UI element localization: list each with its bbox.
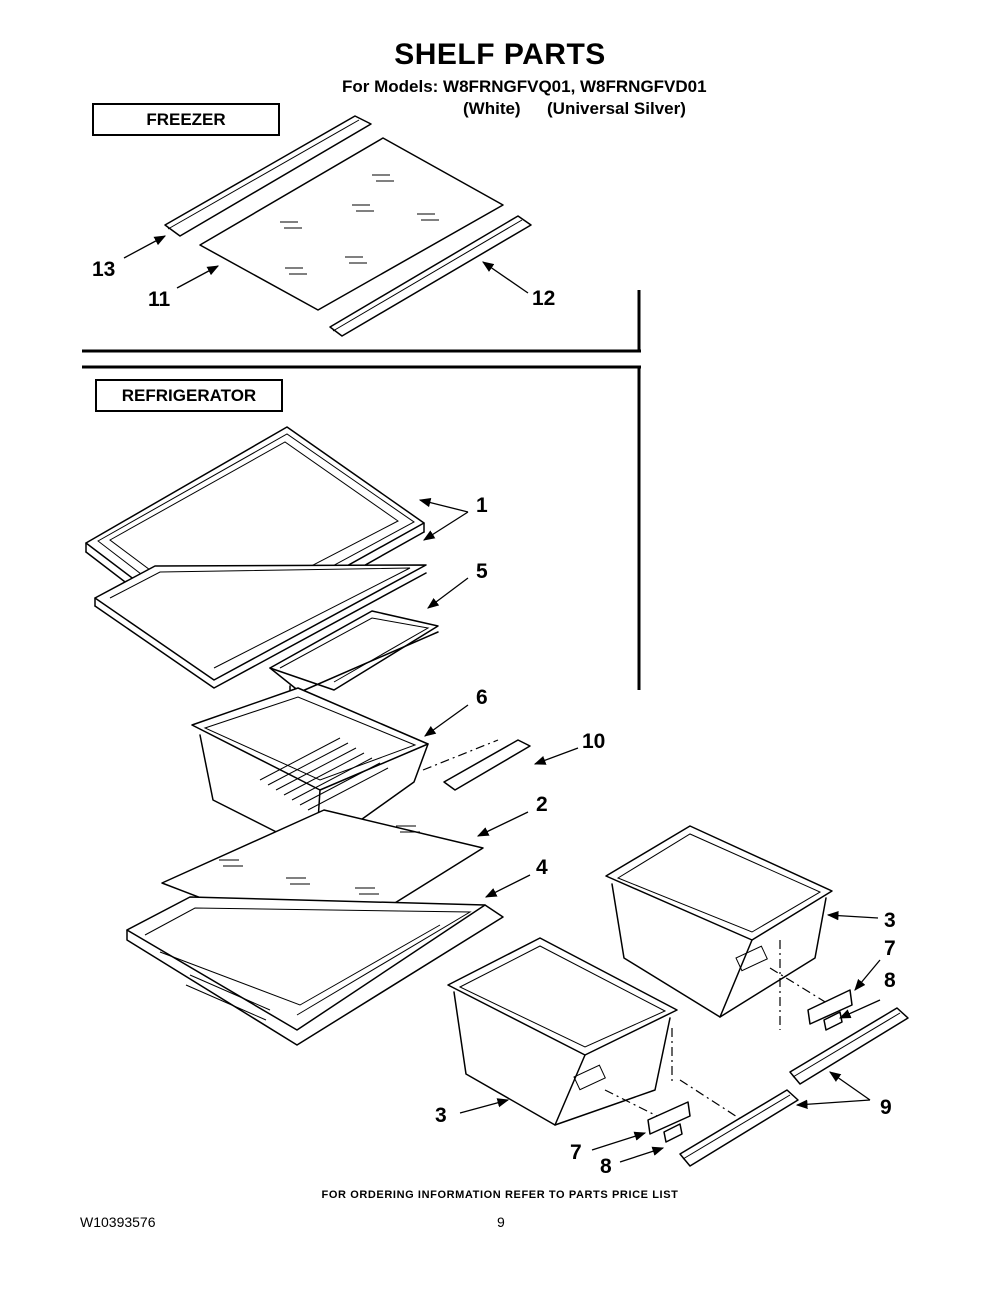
callout-7-left-latch: 7: [570, 1141, 582, 1164]
freezer-glass-shelf: [199, 137, 504, 311]
callout-2: 2: [536, 793, 548, 816]
page-number: 9: [497, 1214, 505, 1230]
crisper-bin-latch-right: [807, 989, 853, 1031]
variant-white: (White): [463, 99, 521, 118]
assembly-guide-lines: [604, 940, 836, 1123]
crisper-support-frame: [126, 896, 504, 1046]
crisper-bin-left: [447, 937, 678, 1126]
callout-12: 12: [532, 287, 556, 310]
crisper-drawer: [191, 687, 429, 853]
crisper-bin-latch-left: [647, 1101, 691, 1143]
callout-1: 1: [476, 494, 488, 517]
page-title: SHELF PARTS: [394, 38, 606, 71]
callout-10: 10: [582, 730, 606, 753]
refrigerator-section-label: REFRIGERATOR: [95, 379, 283, 412]
crisper-bin-right: [605, 825, 833, 1018]
crisper-rail-lower: [679, 1089, 799, 1167]
ordering-info-note: FOR ORDERING INFORMATION REFER TO PARTS …: [321, 1189, 679, 1201]
callout-4: 4: [536, 856, 548, 879]
callout-13: 13: [92, 258, 116, 281]
crisper-rail-upper: [789, 1007, 909, 1085]
callout-5: 5: [476, 560, 488, 583]
refrigerator-shelf-lower-frame: [94, 564, 427, 689]
crisper-cover-frame: [269, 610, 439, 729]
callout-3-right-bin: 3: [884, 909, 896, 932]
callout-6: 6: [476, 686, 488, 709]
models-line: For Models: W8FRNGFVQ01, W8FRNGFVD01: [342, 77, 707, 96]
freezer-shelf-trim-rear: [164, 115, 372, 237]
variant-silver: (Universal Silver): [547, 99, 686, 118]
glass-shelf-trim: [422, 739, 531, 791]
freezer-shelf-trim-front: [329, 215, 532, 337]
callout-8-right-latch: 8: [884, 969, 896, 992]
callout-8-left-latch: 8: [600, 1155, 612, 1178]
callout-9-rails: 9: [880, 1096, 892, 1119]
document-number: W10393576: [80, 1214, 156, 1230]
callout-3-left-bin: 3: [435, 1104, 447, 1127]
callout-7-right-latch: 7: [884, 937, 896, 960]
freezer-section-label: FREEZER: [92, 103, 280, 136]
callout-11: 11: [148, 288, 171, 311]
section-dividers: [82, 290, 641, 690]
callout-leaders: [123, 235, 881, 1163]
